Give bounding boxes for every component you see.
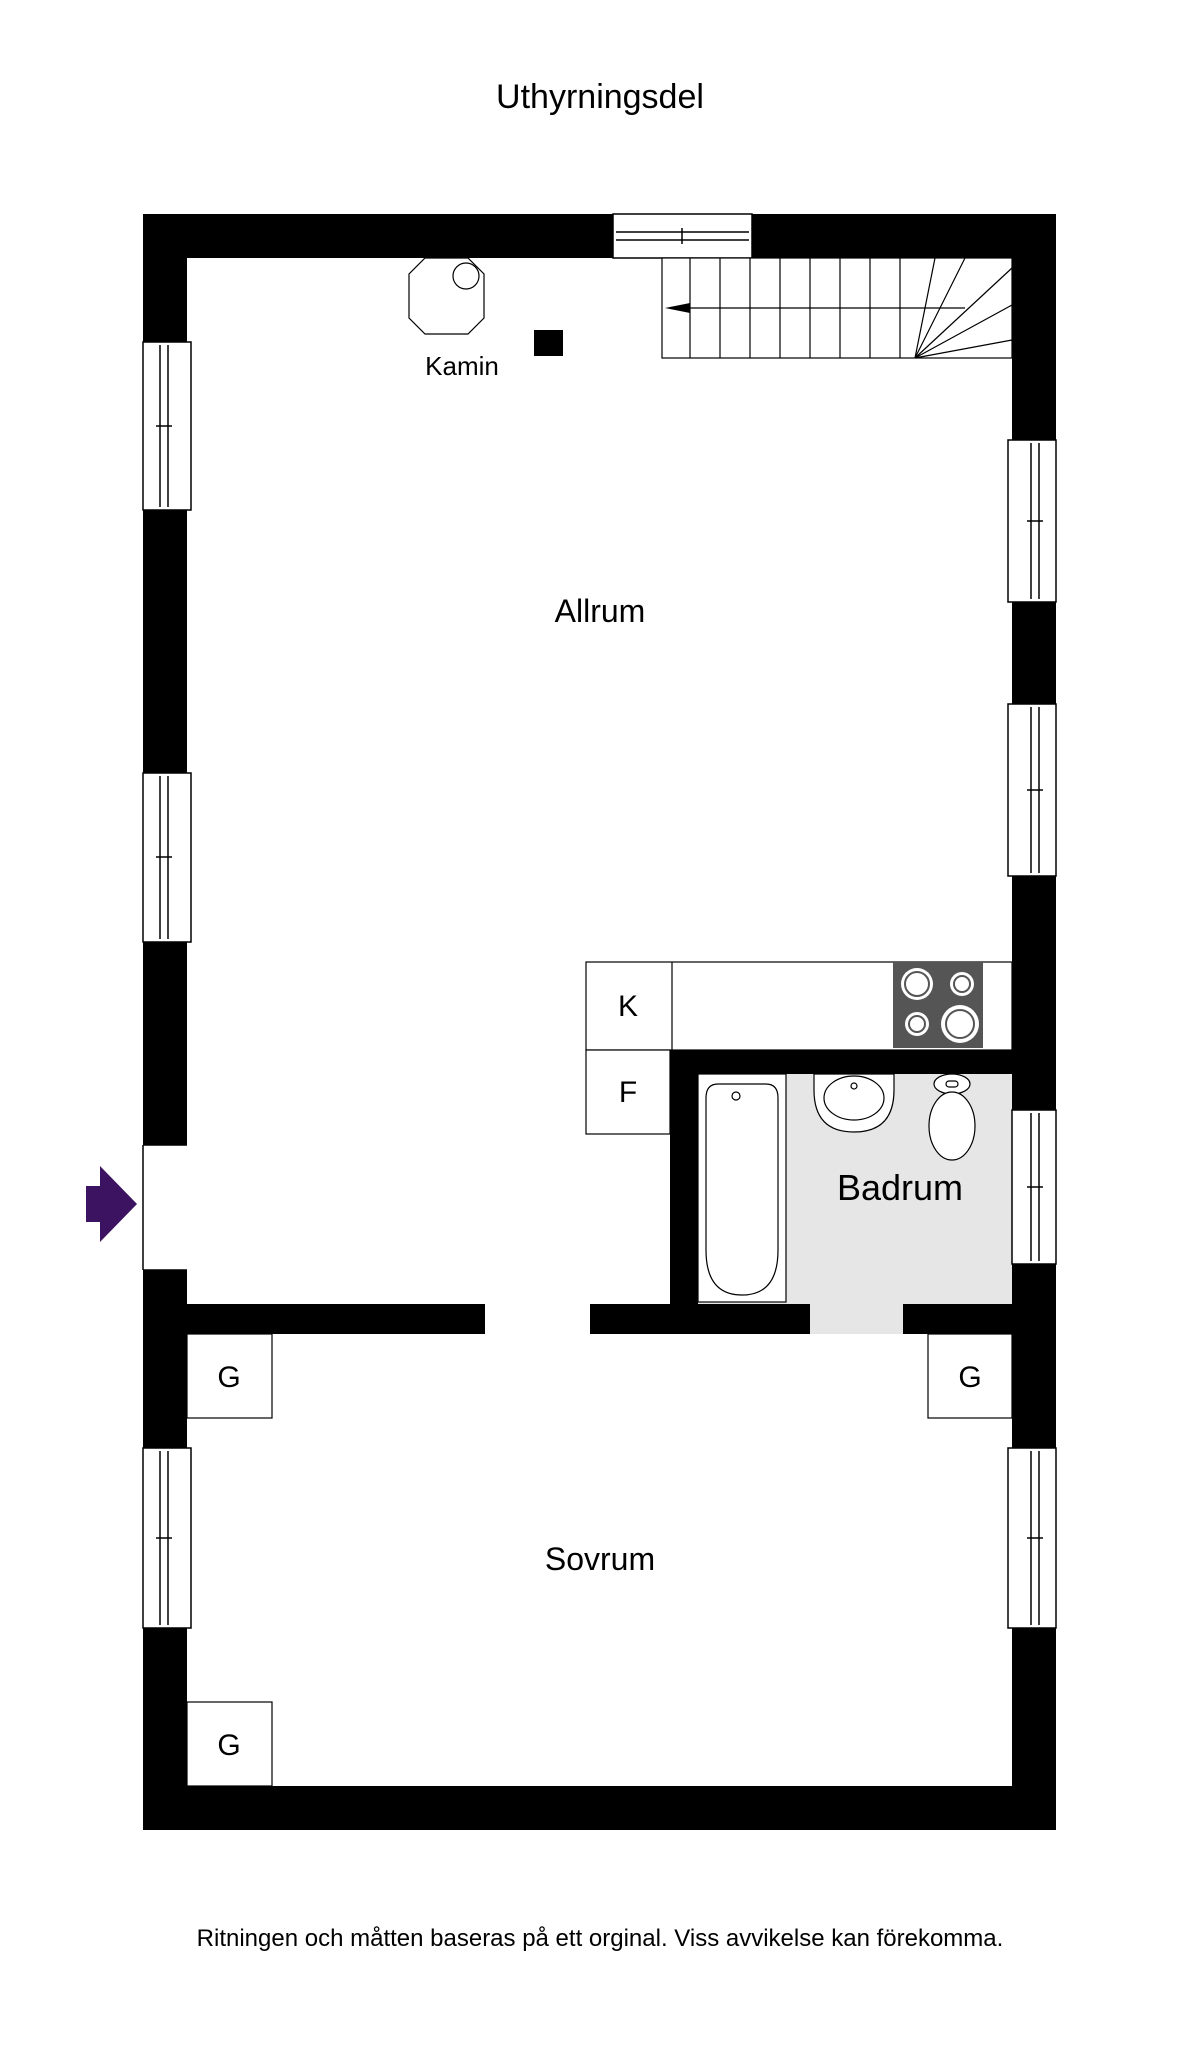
wall-left-3 <box>143 942 187 1145</box>
stair-direction-arrow-icon <box>665 303 690 313</box>
fridge-label: F <box>619 1076 637 1109</box>
wall-right-3 <box>1012 876 1056 1110</box>
window-right-1 <box>1007 439 1057 603</box>
wardrobe-label-3: G <box>217 1729 240 1762</box>
wall-bathroom-right-stub <box>903 1304 1012 1334</box>
wall-allrum-sovrum-right <box>590 1304 810 1334</box>
wall-right-2 <box>1012 602 1056 704</box>
bathtub <box>697 1073 787 1303</box>
wall-left-2 <box>143 510 187 773</box>
room-label-badrum: Badrum <box>837 1167 963 1208</box>
window-left-2 <box>142 772 192 943</box>
window-top <box>612 213 753 259</box>
wardrobe-2 <box>927 1333 1013 1419</box>
wall-top-left <box>143 214 613 258</box>
wall-right-4 <box>1012 1264 1056 1448</box>
outer-walls <box>143 214 1056 1830</box>
wall-left-5 <box>143 1628 187 1830</box>
wardrobes <box>186 1333 1013 1787</box>
wardrobe-1 <box>186 1333 273 1419</box>
wall-left-4 <box>143 1270 187 1448</box>
interior-walls <box>187 1050 1012 1334</box>
window-right-3 <box>1011 1109 1057 1265</box>
wardrobe-label-2: G <box>958 1361 981 1394</box>
stove <box>893 962 983 1048</box>
toilet <box>928 1073 976 1161</box>
wall-bathroom-top <box>670 1050 1012 1074</box>
wall-right-5 <box>1012 1628 1056 1830</box>
window-right-2 <box>1007 703 1057 877</box>
fireplace-label: Kamin <box>425 351 499 381</box>
wall-right-1 <box>1012 214 1056 440</box>
window-left-3 <box>142 1447 192 1629</box>
wardrobe-3 <box>186 1701 273 1787</box>
window-left-1 <box>142 341 192 511</box>
entrance-door <box>142 1144 187 1271</box>
wall-allrum-sovrum-left <box>187 1304 485 1334</box>
window-right-4 <box>1007 1447 1057 1629</box>
kitchen-label: K <box>618 990 638 1023</box>
room-label-allrum: Allrum <box>555 593 646 629</box>
chimney-block <box>534 330 563 356</box>
entrance-arrow-icon <box>86 1166 137 1242</box>
sink <box>813 1073 895 1133</box>
fireplace <box>408 257 485 335</box>
staircase <box>661 257 1013 359</box>
room-label-sovrum: Sovrum <box>545 1541 655 1577</box>
wall-bottom <box>143 1786 1056 1830</box>
disclaimer-footer: Ritningen och måtten baseras på ett orgi… <box>197 1925 1004 1952</box>
wall-left-1 <box>143 214 187 342</box>
wall-bathroom-left <box>670 1050 698 1334</box>
wall-top-right <box>752 214 1056 258</box>
windows <box>142 213 1057 1629</box>
wardrobe-label-1: G <box>217 1361 240 1394</box>
plan-title: Uthyrningsdel <box>496 78 704 116</box>
